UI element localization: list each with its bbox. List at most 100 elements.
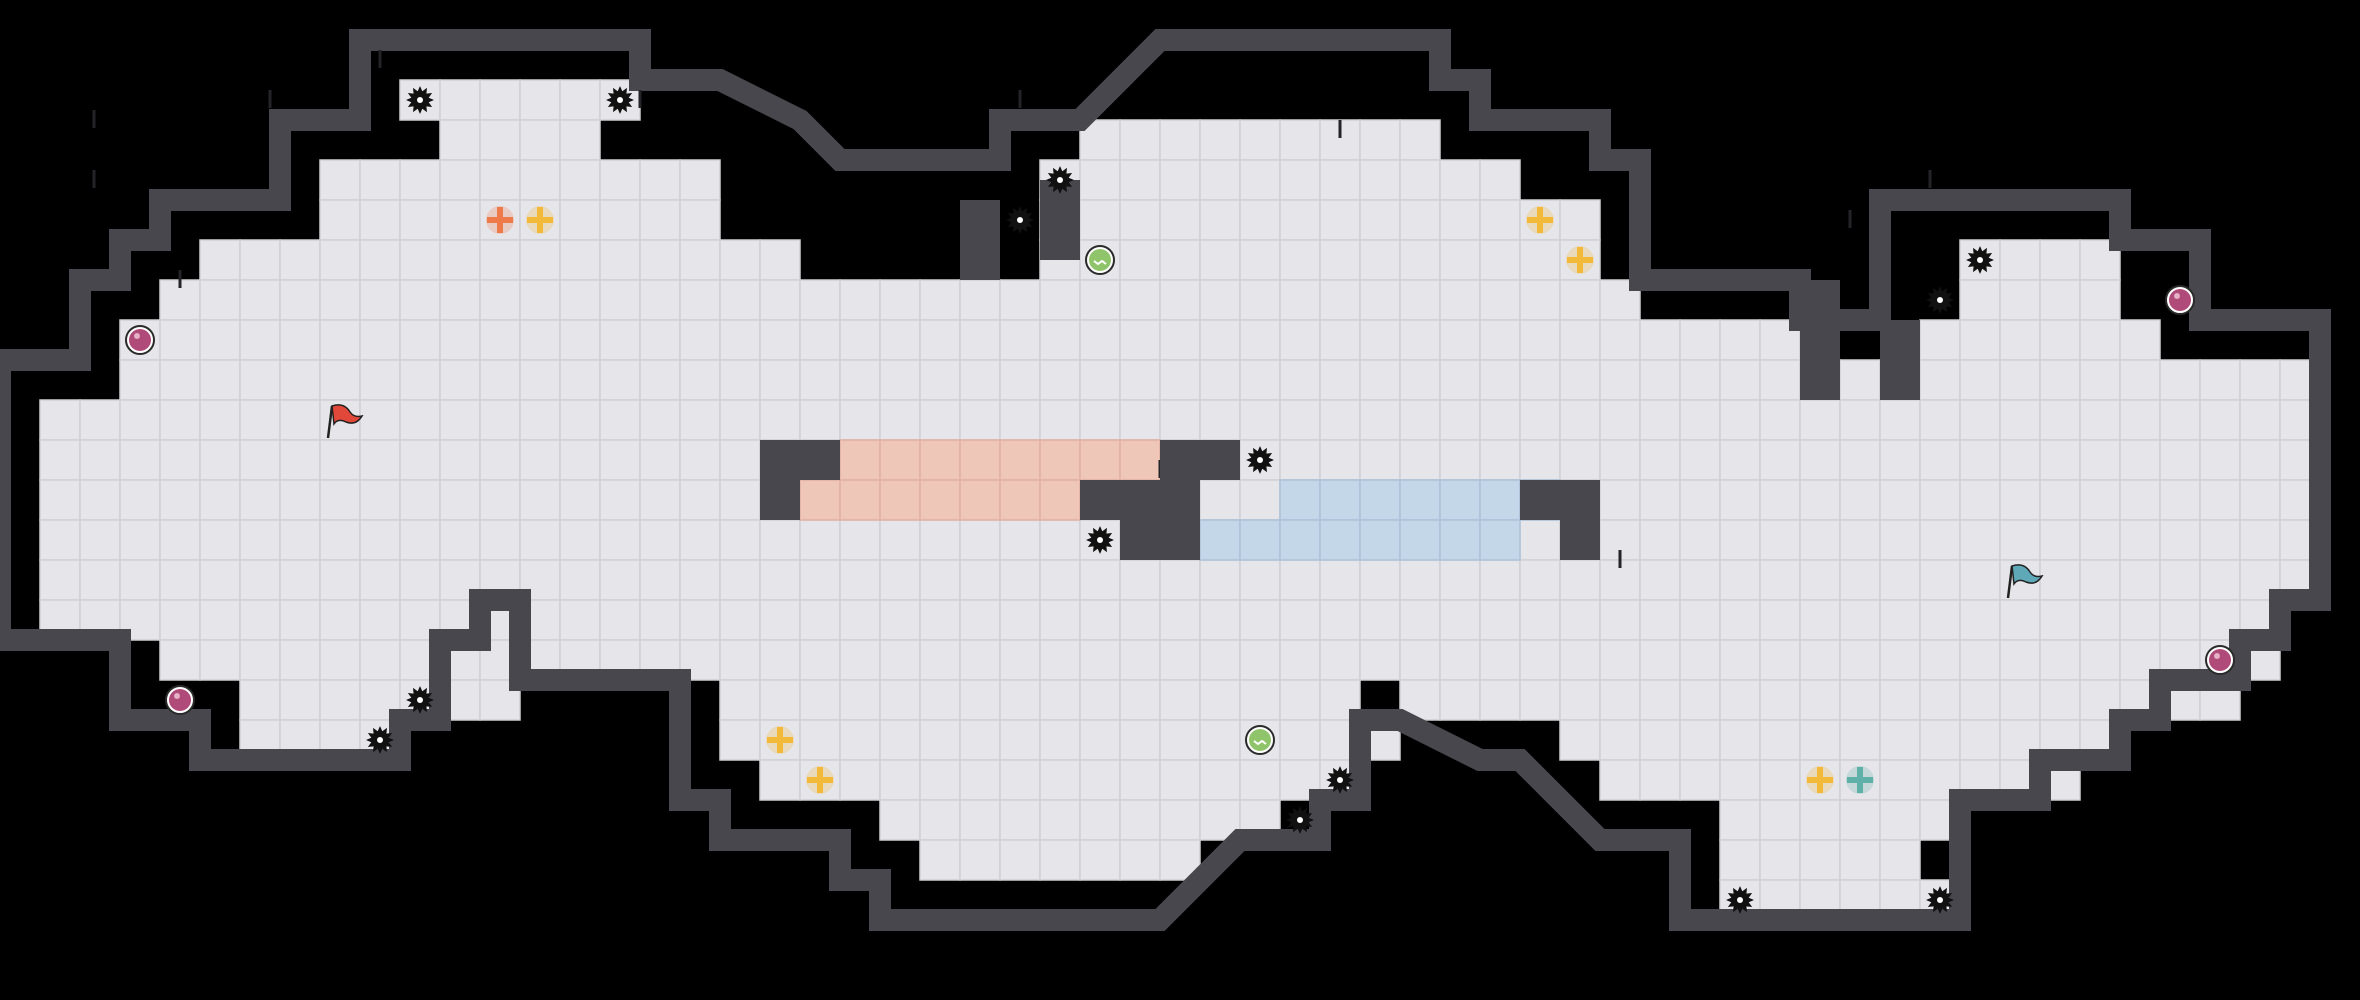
floor-tile [279,519,321,561]
spike-center [1337,777,1343,783]
floor-tile [599,559,641,601]
spike-icon[interactable] [1286,806,1314,834]
floor-tile [1319,599,1361,641]
floor-tile [559,599,601,641]
floor-tile [1319,159,1361,201]
spike-icon[interactable] [1726,886,1754,914]
floor-tile [1119,839,1161,881]
floor-tile [1319,639,1361,681]
floor-tile [1719,639,1761,681]
floor-tile [1919,399,1961,441]
bomb-icon[interactable] [2205,645,2235,675]
floor-tile [639,239,681,281]
floor-tile [1119,679,1161,721]
spike-icon[interactable] [606,86,634,114]
teal-boost-icon[interactable] [1846,766,1874,794]
speed-pad-icon[interactable] [1085,245,1115,275]
floor-tile [2079,319,2121,361]
floor-tile [2199,519,2241,561]
yellow-boost-icon[interactable] [526,206,554,234]
yellow-boost-icon[interactable] [1806,766,1834,794]
spike-icon[interactable] [366,726,394,754]
floor-tile [1919,639,1961,681]
floor-tile [919,279,961,321]
floor-tile [159,439,201,481]
spike-icon[interactable] [1326,766,1354,794]
bomb-icon[interactable] [2165,285,2195,315]
floor-tile [239,479,281,521]
floor-tile [1959,639,2001,681]
spike-icon[interactable] [1926,886,1954,914]
spike-icon[interactable] [406,686,434,714]
blue-flag-icon[interactable] [2006,564,2044,599]
spike-icon[interactable] [1966,246,1994,274]
flag-cloth [331,404,364,427]
spike-icon[interactable] [1006,206,1034,234]
floor-tile [999,399,1041,441]
red-boost-icon[interactable] [486,206,514,234]
bomb-shine [2214,653,2220,659]
spike-icon[interactable] [1086,526,1114,554]
floor-tile [1119,119,1161,161]
floor-tile [599,599,641,641]
floor-tile [2199,359,2241,401]
floor-tile [599,239,641,281]
floor-tile [959,679,1001,721]
speed-pad-body [1249,729,1271,751]
floor-tile [319,199,361,241]
floor-tiles [39,79,2321,921]
bomb-icon[interactable] [165,685,195,715]
floor-tile [159,319,201,361]
yellow-boost-icon[interactable] [1566,246,1594,274]
floor-tile [559,559,601,601]
floor-tile [1519,399,1561,441]
floor-tile [239,319,281,361]
map-objects[interactable] [125,86,2235,914]
floor-tile [639,519,681,561]
floor-tile [479,479,521,521]
spike-icon[interactable] [406,86,434,114]
floor-tile [1919,359,1961,401]
floor-tile [1519,599,1561,641]
yellow-boost-icon[interactable] [766,726,794,754]
floor-tile [799,399,841,441]
yellow-boost-icon[interactable] [1526,206,1554,234]
bomb-icon[interactable] [125,325,155,355]
floor-tile [1159,639,1201,681]
floor-tile [1999,519,2041,561]
floor-tile [1679,759,1721,801]
floor-tile [1479,439,1521,481]
floor-tile [2039,559,2081,601]
floor-tile [1159,719,1201,761]
floor-tile [1119,599,1161,641]
floor-tile [1319,559,1361,601]
floor-tile [1719,559,1761,601]
floor-tile [1039,559,1081,601]
floor-tile [1359,559,1401,601]
floor-tile [1719,399,1761,441]
spike-icon[interactable] [1046,166,1074,194]
spike-icon[interactable] [1246,446,1274,474]
speed-pad-icon[interactable] [1245,725,1275,755]
floor-tile [119,359,161,401]
spike-center [1017,217,1023,223]
red-flag-icon[interactable] [326,404,364,439]
floor-tile [1879,399,1921,441]
spike-icon[interactable] [1926,286,1954,314]
floor-tile [1479,399,1521,441]
floor-tile [1839,799,1881,841]
floor-tile [1999,239,2041,281]
floor-tile [1959,319,2001,361]
floor-tile [439,159,481,201]
yellow-boost-icon[interactable] [806,766,834,794]
floor-tile [1639,359,1681,401]
floor-tile [2159,439,2201,481]
floor-tile [479,79,521,121]
floor-tile [359,599,401,641]
floor-tile [1239,679,1281,721]
floor-tile [1839,439,1881,481]
floor-tile [399,439,441,481]
floor-tile [1319,359,1361,401]
floor-tile [1239,239,1281,281]
